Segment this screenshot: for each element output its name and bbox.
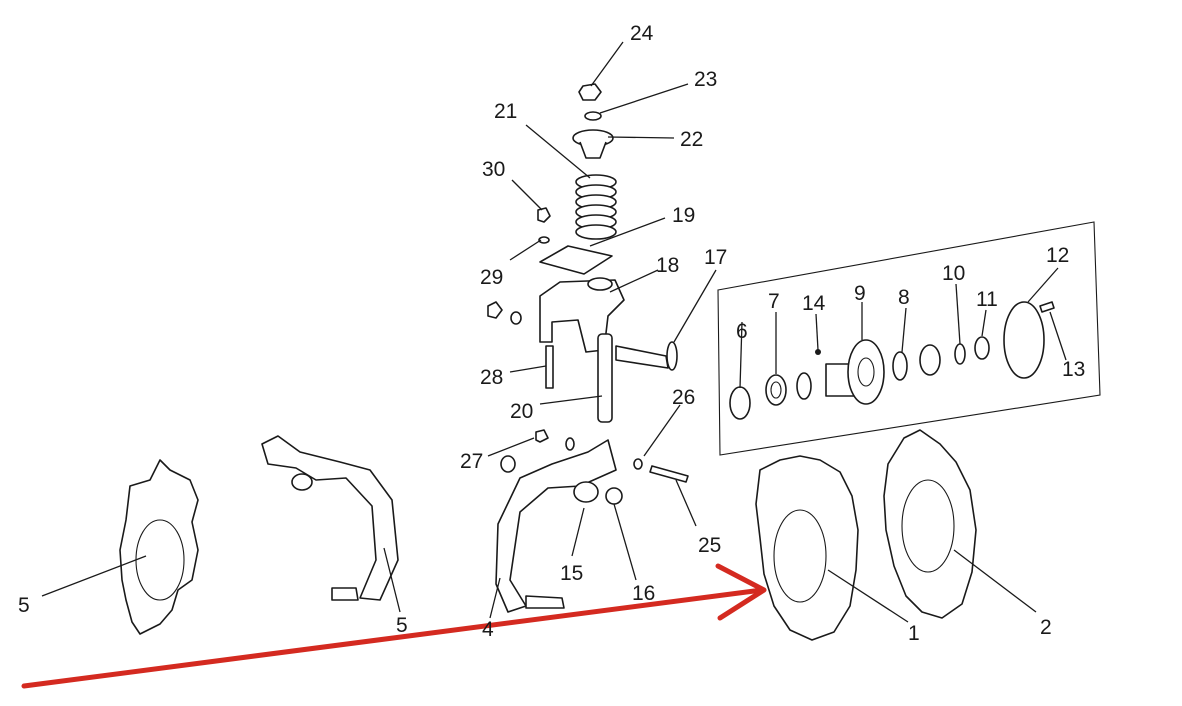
leader-lines: [41, 41, 1067, 623]
bearing-parts: [729, 301, 1055, 420]
plate-19: [539, 245, 613, 275]
bearing-7: [765, 374, 787, 406]
disc-left-5: [119, 459, 199, 635]
washer-26: [633, 458, 643, 470]
grease-nipple-14: [815, 349, 821, 355]
seal-11: [974, 336, 990, 360]
callout-15: 15: [560, 562, 583, 585]
callout-4: 4: [482, 618, 494, 641]
callout-29: 29: [480, 266, 503, 289]
callout-25: 25: [698, 534, 721, 557]
callout-12: 12: [1046, 244, 1069, 267]
callout-27: 27: [460, 450, 483, 473]
callout-11: 11: [976, 288, 998, 311]
callout-10: 10: [942, 262, 965, 285]
arm-left: [261, 435, 399, 601]
callout-2: 2: [1040, 616, 1052, 639]
spring-21: [575, 174, 617, 240]
callout-14: 14: [802, 292, 826, 315]
callout-26: 26: [672, 386, 695, 409]
callout-19: 19: [672, 204, 695, 227]
bearing-inset-panel: [717, 221, 1101, 456]
callout-1: 1: [908, 622, 920, 645]
nut-24: [578, 83, 602, 101]
spring-assembly: [487, 83, 678, 423]
callout-9: 9: [854, 282, 866, 305]
callout-24: 24: [630, 22, 654, 45]
callout-21: 21: [494, 100, 517, 123]
screw-13: [1039, 301, 1055, 313]
nut-left: [487, 301, 503, 319]
circlip-10: [954, 343, 966, 365]
cover-12: [1003, 301, 1045, 379]
callout-17: 17: [704, 246, 727, 269]
bolt-28: [545, 345, 554, 389]
callout-18: 18: [656, 254, 679, 277]
callout-6: 6: [736, 320, 748, 343]
spring-cap-body: [579, 141, 607, 159]
pin-17-head: [666, 341, 678, 371]
bushing-27b: [500, 455, 516, 473]
disc-1: [755, 455, 859, 641]
callout-23: 23: [694, 68, 717, 91]
callout-28: 28: [480, 366, 503, 389]
callout-16: 16: [632, 582, 655, 605]
pin-20: [597, 333, 613, 423]
callout-30: 30: [482, 158, 505, 181]
callout-5-left: 5: [18, 594, 30, 617]
pin-17: [615, 345, 669, 369]
washer-left: [510, 311, 522, 325]
ring-7b: [796, 372, 812, 400]
callout-8: 8: [898, 286, 910, 309]
bracket-bore: [587, 277, 613, 291]
callout-22: 22: [680, 128, 703, 151]
red-arrow: [21, 563, 767, 689]
ring-8: [892, 351, 908, 381]
washer-23: [584, 111, 602, 121]
nut-27: [535, 429, 549, 443]
hub-flange-9: [847, 339, 885, 405]
bearing-outer: [919, 344, 941, 376]
washer-29: [538, 236, 550, 244]
callout-5-arm: 5: [396, 614, 408, 637]
callout-20: 20: [510, 400, 533, 423]
bushing-16: [605, 487, 623, 505]
arm-center: [495, 429, 689, 613]
disc-2: [883, 429, 977, 619]
callout-13: 13: [1062, 358, 1085, 381]
bolt-25: [649, 465, 689, 483]
callout-7: 7: [768, 290, 780, 313]
nut-30: [537, 207, 551, 223]
seal-6: [729, 386, 751, 420]
